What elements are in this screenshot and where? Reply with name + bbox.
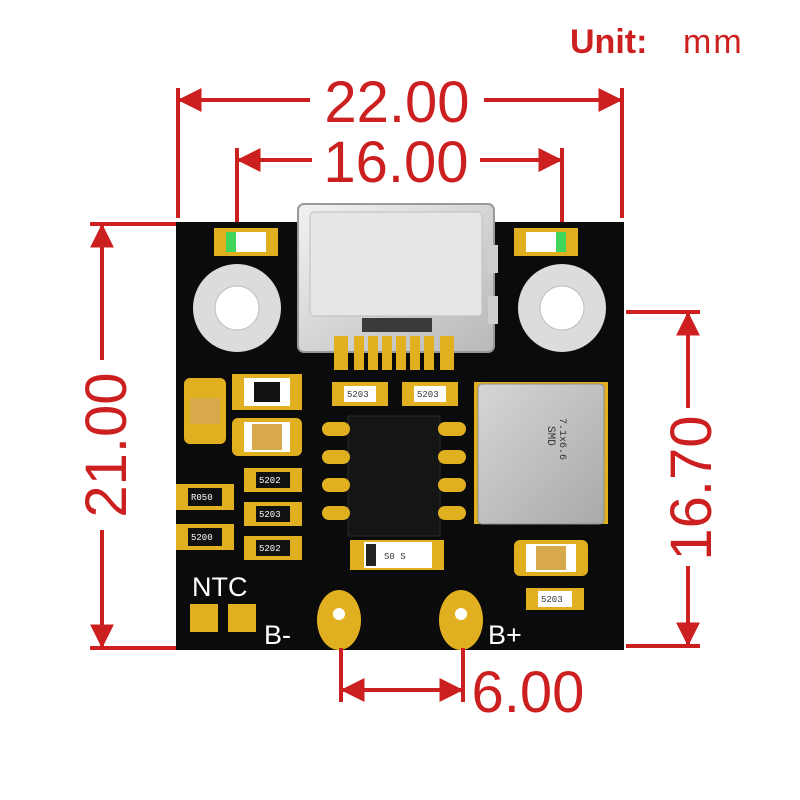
dimension-lines (90, 88, 700, 702)
mount-hole-right (518, 264, 606, 352)
capacitor-chip-top-left: 5203 (332, 382, 388, 406)
led-left (214, 228, 278, 256)
b-plus-label: B+ (488, 620, 522, 650)
inductor: SMD 7.1x6.6 (474, 382, 608, 525)
dim-board-height: 21.00 (74, 372, 139, 517)
capacitor-chip-top-right: 5203 (402, 382, 458, 406)
resistor-label-b: 5200 (191, 533, 213, 543)
capacitor-bottom-right (514, 540, 588, 576)
cap-top-left-label: 5203 (347, 390, 369, 400)
resistor-bottom-right: 5203 (526, 588, 584, 610)
usb-pins (334, 336, 454, 370)
diode-label: S0 S (384, 552, 406, 562)
resistor-label-d: 5203 (259, 510, 281, 520)
resistor-label-a: R050 (191, 493, 213, 503)
ntc-label: NTC (192, 572, 248, 602)
dim-hole-spacing: 16.00 (323, 130, 468, 195)
usb-c-connector (297, 203, 498, 353)
capacitor-left (184, 378, 226, 444)
unit-value: mm (683, 23, 744, 61)
inductor-label-2: 7.1x6.6 (556, 418, 567, 460)
dim-pad-spacing: 6.00 (472, 660, 585, 725)
cap-top-right-label: 5203 (417, 390, 439, 400)
resistor-label-c: 5202 (259, 476, 281, 486)
resistor-bottom-right-label: 5203 (541, 595, 563, 605)
diode: S0 S (350, 540, 444, 570)
ntc-pads (190, 604, 256, 632)
resistor-label-e: 5202 (259, 544, 281, 554)
unit-label: Unit: (570, 23, 647, 61)
resistor-column-left: R050 5200 (176, 484, 234, 550)
b-minus-label: B- (264, 620, 291, 650)
pad-b-minus (317, 590, 361, 650)
component-ic-small (232, 374, 302, 410)
dim-board-width: 22.00 (324, 70, 469, 135)
main-ic (322, 415, 466, 537)
inductor-label-1: SMD (544, 426, 556, 446)
mount-hole-left (193, 264, 281, 352)
dim-inner-height: 16.70 (659, 415, 724, 560)
pcb-board: R050 5200 5202 5203 5202 5203 5203 (176, 203, 624, 650)
led-right (514, 228, 578, 256)
capacitor-tan (232, 418, 302, 456)
pad-b-plus (439, 590, 483, 650)
resistor-column-mid: 5202 5203 5202 (244, 468, 302, 560)
